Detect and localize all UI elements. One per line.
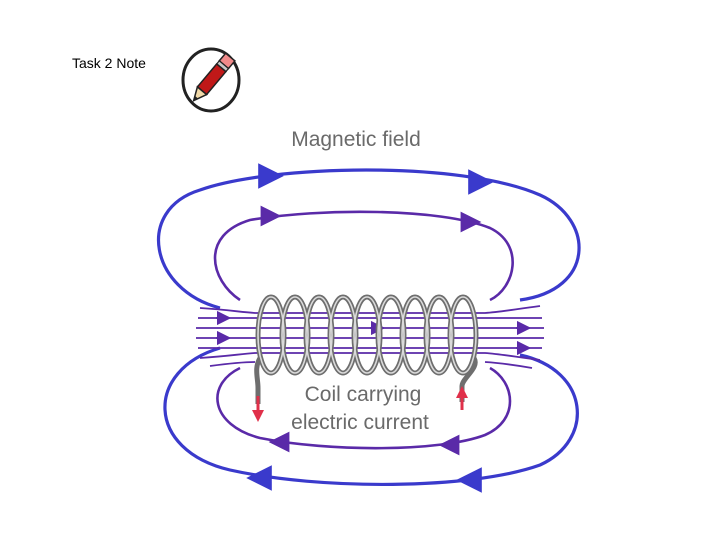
inner-loop-top: [213, 210, 514, 302]
core-field-lines: [196, 305, 544, 369]
outer-field-lines: [157, 163, 581, 493]
inner-loop-bottom: [216, 366, 512, 450]
outer-loop-bottom: [163, 346, 579, 486]
magnetic-field-diagram: Magnetic field: [157, 128, 581, 493]
inner-field-lines: [213, 205, 514, 456]
outer-loop-top: [157, 168, 581, 310]
coil-label-line2: electric current: [291, 411, 429, 434]
diagram-title: Magnetic field: [291, 128, 421, 151]
task-note-label: Task 2 Note: [72, 55, 146, 71]
current-arrows: [252, 386, 468, 422]
coil-label-line1: Coil carrying: [305, 383, 422, 406]
coil-lead-right: [459, 356, 478, 402]
coil-lead-left: [254, 356, 263, 404]
pencil-icon[interactable]: [180, 44, 242, 114]
